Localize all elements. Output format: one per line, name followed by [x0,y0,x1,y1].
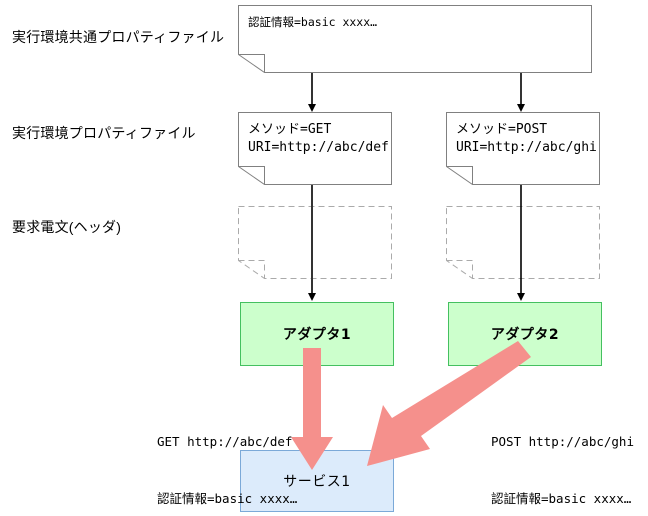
annotation-get: GET http://abc/def 認証情報=basic xxxx… [157,394,297,516]
document-property-file-get[interactable]: メソッド=GET URI=http://abc/def [238,112,392,185]
document-shape-icon [238,112,392,185]
adapter-1-label: アダプタ1 [282,327,352,343]
annotation-post-line2: 認証情報=basic xxxx… [491,491,632,506]
adapter-2-box[interactable]: アダプタ2 [448,302,602,366]
adapter-1-box[interactable]: アダプタ1 [240,302,394,366]
document-dashed-shape-icon [238,206,392,279]
row-label-common-properties: 実行環境共通プロパティファイル [12,29,225,45]
property-file-get-method: メソッド=GET [248,122,332,137]
property-file-post-method: メソッド=POST [456,122,548,137]
row-label-request-message: 要求電文(ヘッダ) [12,219,122,235]
adapter-2-label: アダプタ2 [490,327,560,343]
document-common-property-text: 認証情報=basic xxxx… [248,15,378,29]
annotation-get-line2: 認証情報=basic xxxx… [157,491,298,506]
document-property-file-post[interactable]: メソッド=POST URI=http://abc/ghi [446,112,600,185]
service-1-label: サービス1 [283,474,351,490]
document-common-property-file[interactable]: 認証情報=basic xxxx… [238,5,592,73]
document-dashed-shape-icon [446,206,600,279]
annotation-get-line1: GET http://abc/def [157,434,293,449]
document-request-message-left [238,206,392,279]
document-shape-icon [238,5,592,73]
annotation-post: POST http://abc/ghi 認証情報=basic xxxx… [491,394,634,516]
property-file-get-uri: URI=http://abc/def [248,140,389,155]
annotation-post-line1: POST http://abc/ghi [491,434,634,449]
property-file-post-uri: URI=http://abc/ghi [456,140,597,155]
row-label-env-properties: 実行環境プロパティファイル [12,125,196,141]
document-shape-icon [446,112,600,185]
document-request-message-right [446,206,600,279]
